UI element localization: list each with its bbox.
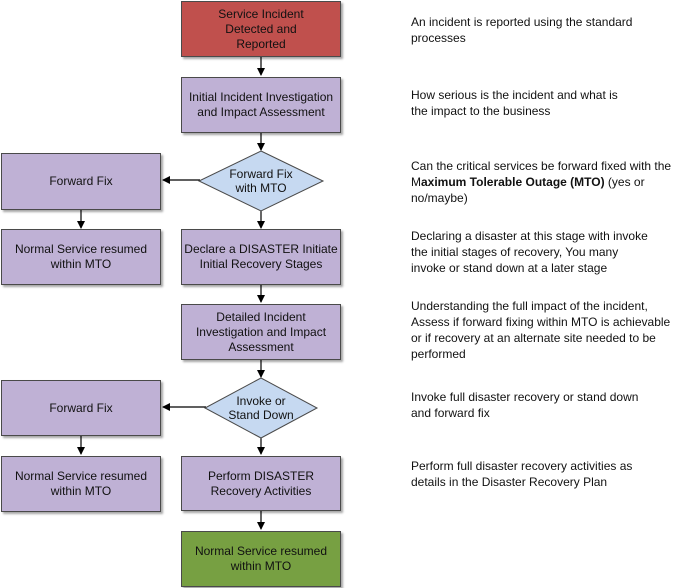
- detailed-investigation-box: Detailed Incident Investigation and Impa…: [181, 304, 341, 360]
- note-perform-recovery: Perform full disaster recovery activitie…: [411, 459, 633, 489]
- decision1-label: Forward Fix with MTO: [229, 167, 293, 195]
- decision2-label: Invoke or Stand Down: [228, 394, 294, 422]
- note-declaring-disaster: Declaring a disaster at this stage with …: [411, 229, 648, 275]
- forward-fix-box-1: Forward Fix: [1, 153, 161, 210]
- note-forward-fix-mto: Can the critical services be forward fix…: [411, 158, 673, 206]
- note-understanding-impact: Understanding the full impact of the inc…: [411, 299, 671, 361]
- end-box: Normal Service resumed within MTO: [181, 531, 341, 587]
- note-mto-bold: aximum Tolerable Outage (MTO): [421, 175, 605, 189]
- declare-disaster-box: Declare a DISASTER Initiate Initial Reco…: [181, 229, 341, 285]
- normal-resumed-box-1: Normal Service resumed within MTO: [1, 229, 161, 285]
- normal-resumed-box-2: Normal Service resumed within MTO: [1, 456, 161, 512]
- start-box: Service Incident Detected and Reported: [181, 1, 341, 57]
- note-forward-fix-mto-suffix: (yes or no/maybe): [411, 175, 645, 205]
- initial-investigation-box: Initial Incident Investigation and Impac…: [181, 77, 341, 133]
- note-invoke-or-stand-down: Invoke full disaster recovery or stand d…: [411, 390, 639, 420]
- decision1-diamond: [197, 150, 325, 212]
- note-forward-fix-mto-text: Can the critical services be forward fix…: [411, 159, 672, 189]
- perform-recovery-box: Perform DISASTER Recovery Activities: [181, 456, 341, 511]
- note-incident-reported: An incident is reported using the standa…: [411, 15, 633, 45]
- note-how-serious: How serious is the incident and what is …: [411, 88, 618, 118]
- forward-fix-box-2: Forward Fix: [1, 380, 161, 436]
- decision2-diamond: [203, 377, 319, 439]
